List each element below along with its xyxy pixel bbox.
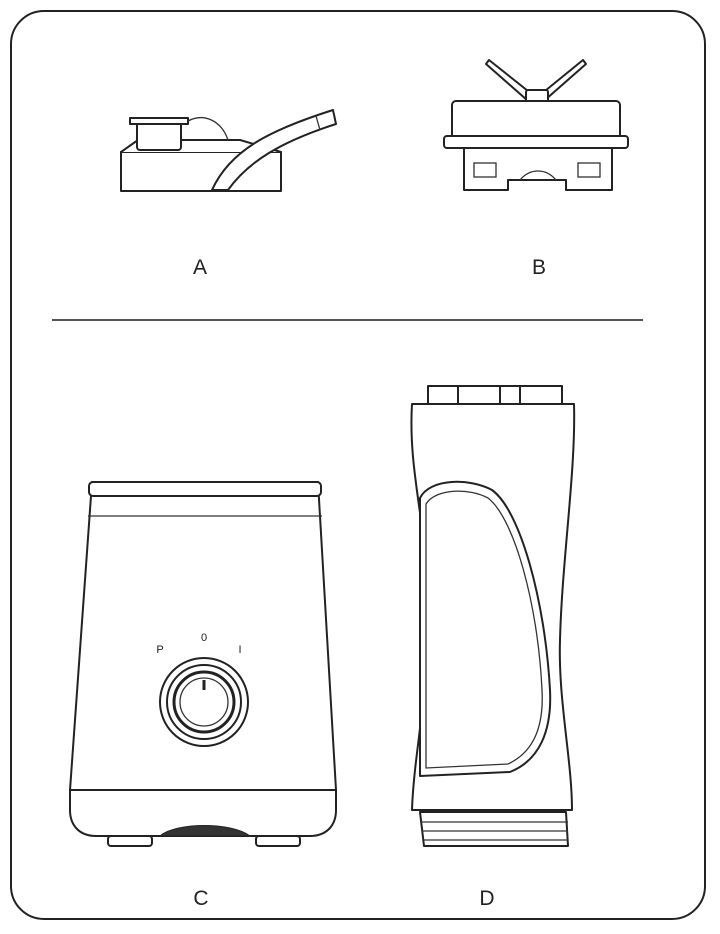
label-b: B [531,256,546,279]
diagram-frame [10,10,706,920]
label-a: A [192,256,207,279]
label-d: D [479,887,495,910]
dial-mark-pulse: P [156,644,164,656]
dial-mark-off: 0 [200,632,208,644]
dial-mark-on: I [238,644,242,656]
label-c: C [193,887,209,910]
section-divider [52,319,643,321]
